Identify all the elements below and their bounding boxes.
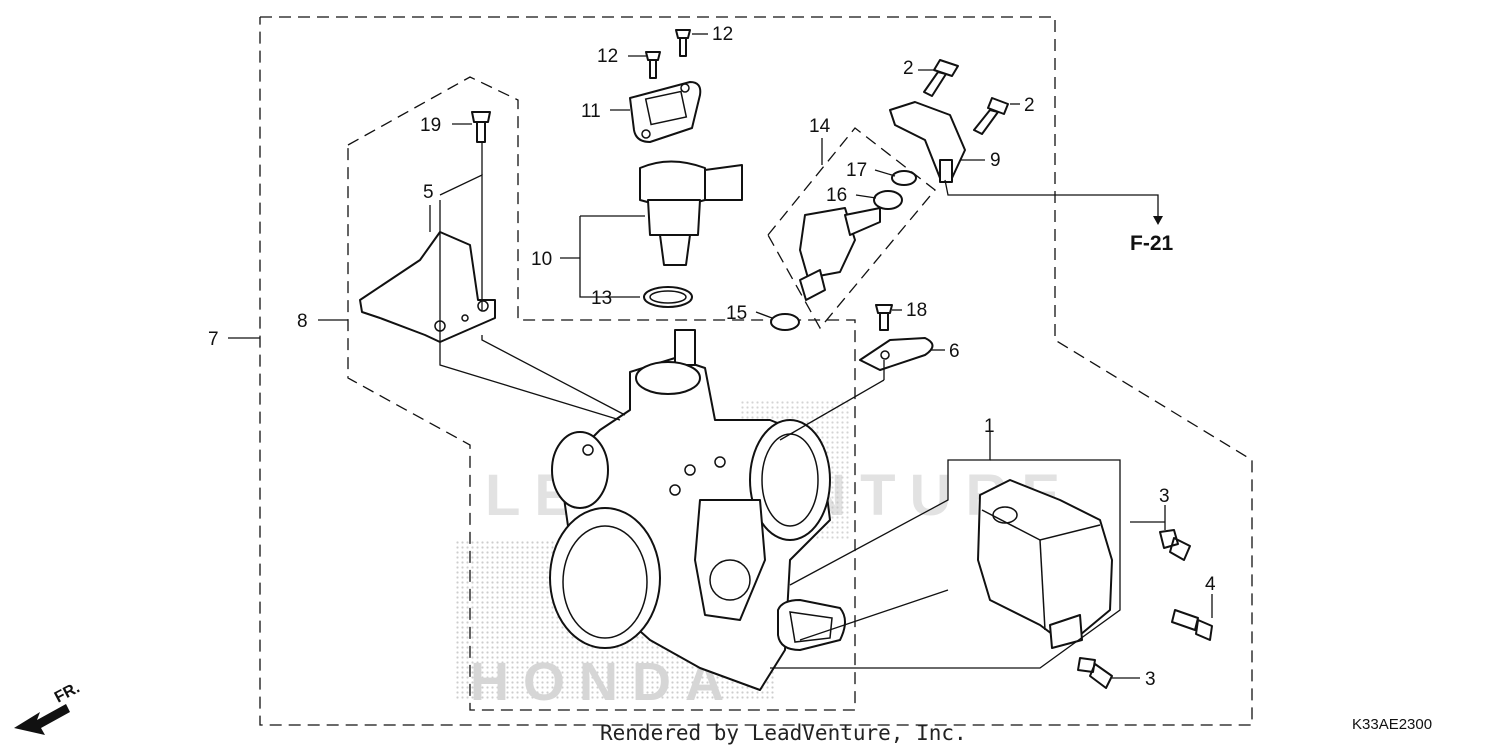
callout-6: 6: [949, 341, 960, 362]
front-indicator-label: FR.: [52, 679, 83, 706]
throttle-side-port: [551, 431, 609, 509]
callout-1: 1: [984, 416, 995, 437]
seal-ring-16: [873, 190, 903, 210]
gasket-part: [777, 599, 846, 651]
injector-group-14-outline: [767, 127, 936, 330]
actuator-port: [992, 506, 1018, 524]
pressure-sensor-tip: [939, 159, 953, 183]
throttle-nipple: [674, 329, 696, 366]
callout-13: 13: [591, 288, 612, 309]
callout-3: 3: [1159, 486, 1170, 507]
callout-16: 16: [826, 185, 847, 206]
reference-label: F-21: [1130, 232, 1174, 255]
seal-ring-15: [770, 313, 800, 331]
callout-2: 2: [903, 58, 914, 79]
plate-part: [859, 337, 934, 371]
plate-hole: [641, 129, 651, 139]
callout-3: 3: [1145, 669, 1156, 690]
callout-12: 12: [597, 46, 618, 67]
screw-part: [645, 51, 661, 79]
throttle-hole: [714, 456, 726, 468]
leader-line: [755, 311, 773, 319]
callout-11: 11: [581, 101, 601, 122]
leader-line: [855, 194, 877, 199]
arrow-head: [1153, 216, 1163, 225]
bolt-part: [923, 59, 959, 97]
throttle-bore-outer: [549, 507, 661, 649]
injector-body: [799, 207, 856, 279]
leader-line: [439, 200, 621, 421]
callout-10: 10: [531, 249, 552, 270]
plate-window: [644, 90, 688, 126]
callout-5: 5: [423, 182, 434, 203]
gasket-inner: [789, 611, 833, 643]
callout-14: 14: [809, 116, 831, 137]
bolt-part: [471, 111, 491, 143]
throttle-hole: [582, 444, 594, 456]
throttle-port: [635, 361, 701, 395]
throttle-hole: [684, 464, 696, 476]
sensor-body: [639, 160, 706, 206]
leader-line: [770, 459, 1121, 669]
screw-part: [675, 29, 691, 57]
leader-line: [799, 589, 949, 641]
callout-9: 9: [990, 150, 1001, 171]
honda-watermark: HONDA: [470, 652, 738, 712]
callout-12: 12: [712, 24, 733, 45]
sensor-tip: [659, 234, 691, 266]
front-arrow-icon: [14, 704, 70, 735]
actuator-connector: [1049, 614, 1083, 649]
screw-part: [1159, 529, 1191, 561]
bracket-hole: [461, 314, 469, 322]
throttle-bore-inner: [562, 525, 648, 639]
plate-gasket-part: [629, 81, 702, 143]
callout-7: 7: [208, 329, 219, 350]
screw-part: [875, 304, 893, 331]
callout-8: 8: [297, 311, 308, 332]
actuator-module: [977, 479, 1113, 641]
reference-arrow: [944, 179, 1159, 222]
bracket-part: [359, 231, 496, 343]
callout-4: 4: [1205, 574, 1216, 595]
callout-2: 2: [1024, 95, 1035, 116]
pressure-sensor: [889, 101, 966, 179]
leader-line: [789, 432, 991, 586]
o-ring-inner: [649, 290, 687, 304]
plate-hole: [880, 350, 890, 360]
callout-18: 18: [906, 300, 927, 321]
bolt-part: [973, 97, 1009, 135]
throttle-shaft: [709, 559, 751, 601]
injector-nozzle: [844, 207, 881, 236]
throttle-flange: [749, 419, 831, 541]
leader-line: [779, 379, 885, 441]
screw-part: [1077, 657, 1113, 689]
callout-17: 17: [846, 160, 867, 181]
o-ring-part: [643, 286, 693, 308]
screw-part: [1171, 609, 1213, 641]
diagram-code: K33AE2300: [1352, 716, 1432, 733]
injector-tip: [799, 269, 826, 301]
bracket-hole: [477, 300, 489, 312]
actuator-edge: [1039, 539, 1046, 631]
leader-line: [579, 216, 640, 298]
callout-19: 19: [420, 115, 441, 136]
plate-hole: [680, 83, 690, 93]
credit-text: Rendered by LeadVenture, Inc.: [600, 721, 967, 745]
callout-15: 15: [726, 303, 747, 324]
leader-line: [874, 169, 896, 177]
leader-line: [481, 335, 626, 416]
sensor-shaft: [647, 199, 701, 236]
sensor-connector: [704, 164, 743, 201]
assembly-7-outline: [259, 16, 1253, 726]
seal-ring-17: [891, 170, 917, 186]
throttle-hole: [669, 484, 681, 496]
